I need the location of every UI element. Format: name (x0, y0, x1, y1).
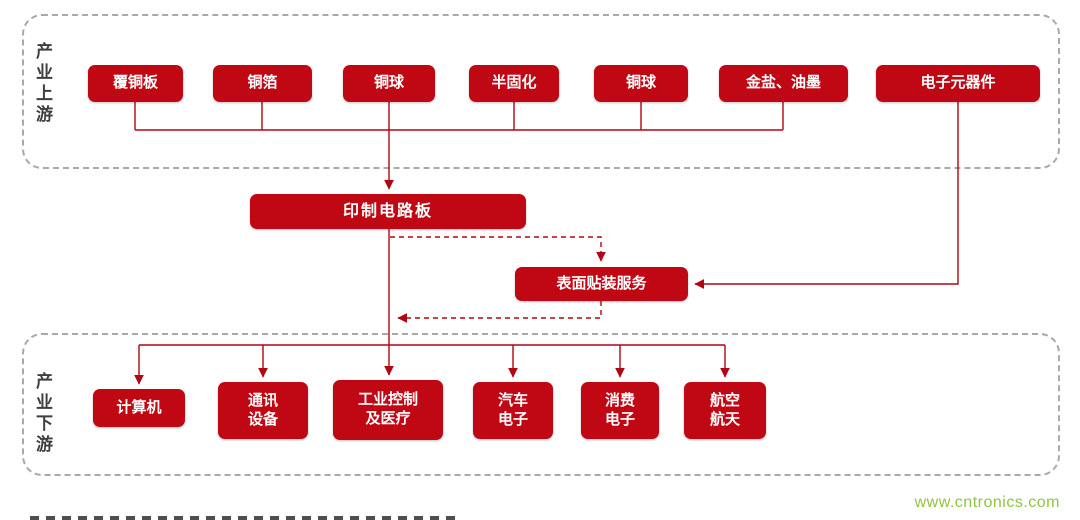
downstream-zone (22, 333, 1060, 476)
smt-service-box: 表面贴装服务 (515, 267, 688, 301)
upstream-box-copper-foil: 铜箔 (213, 65, 312, 102)
pcb-box: 印制电路板 (250, 194, 526, 229)
upstream-zone (22, 14, 1060, 169)
downstream-box-automotive-electronics: 汽车 电子 (473, 382, 553, 439)
downstream-box-consumer-electronics: 消费 电子 (581, 382, 659, 439)
downstream-box-aerospace: 航空 航天 (684, 382, 766, 439)
upstream-box-copper-clad-laminate: 覆铜板 (88, 65, 183, 102)
downstream-box-computer: 计算机 (93, 389, 185, 427)
upstream-zone-label: 产业上游 (33, 42, 52, 126)
downstream-box-communication-equipment: 通讯 设备 (218, 382, 308, 439)
upstream-box-copper-ball: 铜球 (343, 65, 435, 102)
downstream-box-industrial-control-medical: 工业控制 及医疗 (333, 380, 443, 440)
watermark-url: www.cntronics.com (914, 494, 1060, 511)
downstream-zone-label: 产业下游 (33, 372, 52, 456)
cropped-text-strip (30, 516, 460, 520)
upstream-box-prepreg: 半固化 (469, 65, 559, 102)
upstream-box-electronic-components: 电子元器件 (876, 65, 1040, 102)
upstream-box-gold-salt-ink: 金盐、油墨 (719, 65, 848, 102)
upstream-box-copper-ball-2: 铜球 (594, 65, 688, 102)
